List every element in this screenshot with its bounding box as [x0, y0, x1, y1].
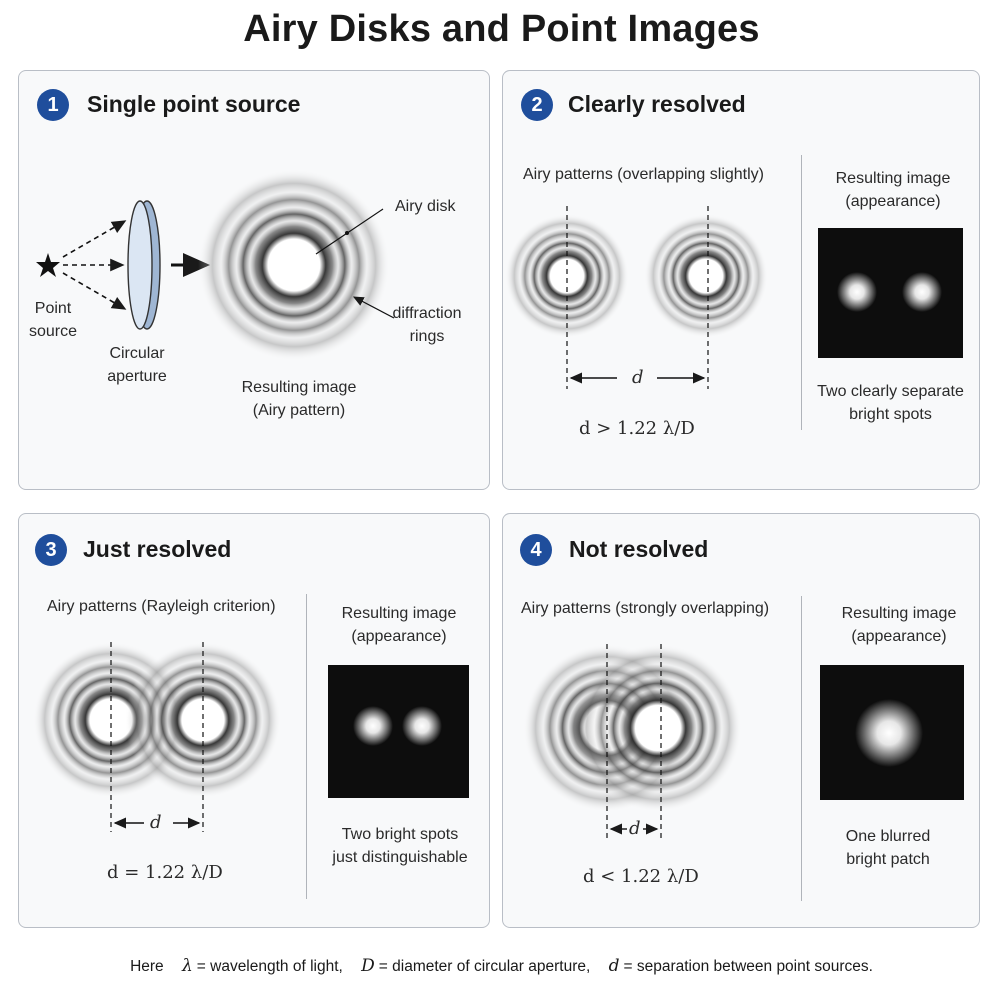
result-caption: Resulting image(appearance)	[835, 170, 951, 210]
footnote: Here λ= wavelength of light, D= diameter…	[0, 956, 1003, 976]
result-caption: Resulting image(appearance)	[341, 605, 457, 645]
result-caption: Resulting image(appearance)	[841, 605, 957, 645]
separation-label: d	[629, 818, 641, 839]
resulting-image	[818, 228, 963, 358]
airy-disk-label: Airy disk	[395, 198, 456, 215]
formula: d < 1.22 λ/D	[583, 866, 699, 887]
d-symbol: d	[608, 956, 620, 976]
panel-title: Just resolved	[83, 536, 232, 562]
D-symbol: D	[361, 956, 375, 976]
aperture-lens-icon	[127, 200, 161, 330]
blurred-patch	[855, 699, 923, 767]
panel-clearly-resolved: 2 Clearly resolved Airy patterns (overla…	[502, 70, 980, 490]
pattern-caption: Airy patterns (strongly overlapping)	[521, 600, 770, 617]
page-title: Airy Disks and Point Images	[243, 8, 760, 50]
airy-pattern-right	[125, 642, 281, 798]
airy-patterns-diagram	[33, 642, 281, 832]
panel-number-badge: 4	[520, 534, 552, 566]
lambda-symbol: λ	[181, 956, 193, 976]
pattern-caption: Airy patterns (overlapping slightly)	[523, 166, 764, 183]
panel-title: Not resolved	[569, 536, 709, 562]
formula: d > 1.22 λ/D	[579, 418, 695, 439]
resulting-image	[820, 665, 964, 800]
panel-number-badge: 3	[35, 534, 67, 566]
divider	[306, 594, 308, 899]
panel-title: Clearly resolved	[568, 91, 746, 117]
divider	[801, 596, 803, 901]
panel-number-badge: 2	[521, 89, 553, 121]
result-label: Resulting image(Airy pattern)	[241, 379, 357, 419]
optics-diagram	[36, 169, 395, 361]
lambda-definition: = wavelength of light,	[196, 958, 343, 975]
bright-spot	[837, 272, 877, 312]
footnote-lead: Here	[130, 958, 164, 975]
bright-spot	[902, 272, 942, 312]
D-definition: = diameter of circular aperture,	[378, 958, 591, 975]
bright-spot	[353, 706, 393, 746]
d-definition: = separation between point sources.	[623, 958, 873, 975]
airy-pattern	[198, 169, 390, 361]
star-icon	[36, 253, 60, 277]
airy-pattern-left	[505, 214, 629, 338]
panel-not-resolved: 4 Not resolved Airy patterns (strongly o…	[502, 513, 980, 928]
pattern-caption: Airy patterns (Rayleigh criterion)	[47, 598, 276, 615]
formula: d = 1.22 λ/D	[107, 862, 223, 883]
separation-label: d	[632, 367, 644, 388]
separation-label: d	[150, 812, 162, 833]
panel-title: Single point source	[87, 91, 301, 117]
airy-patterns-diagram	[505, 206, 768, 389]
airy-pattern-right	[574, 644, 742, 812]
divider	[801, 155, 803, 430]
resulting-image	[328, 665, 469, 798]
panel-just-resolved: 3 Just resolved Airy patterns (Rayleigh …	[18, 513, 490, 928]
airy-pattern-right	[644, 214, 768, 338]
bright-spot	[402, 706, 442, 746]
airy-patterns-diagram	[523, 644, 742, 838]
panel-number-badge: 1	[37, 89, 69, 121]
